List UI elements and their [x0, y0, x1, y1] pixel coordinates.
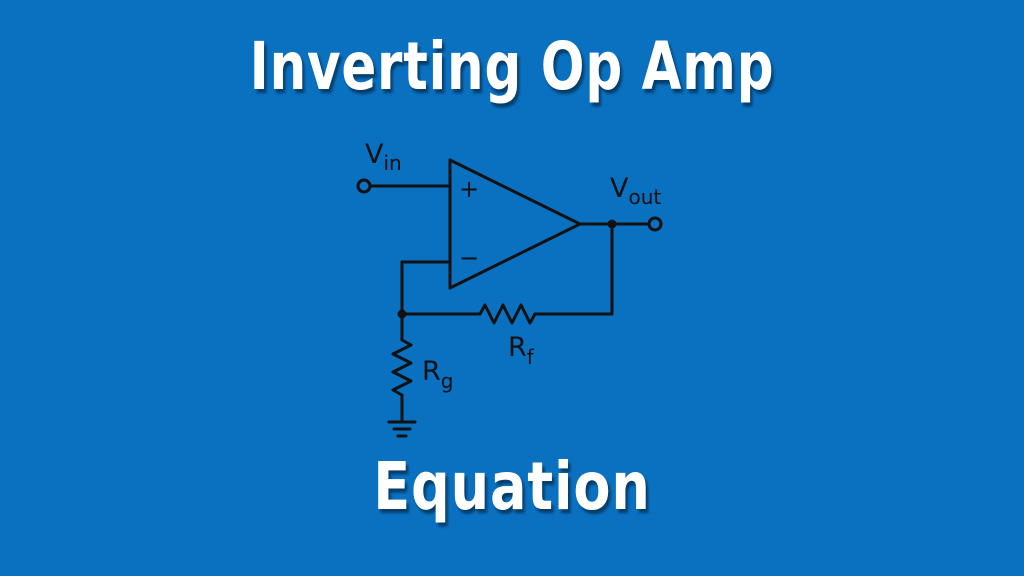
- inverting-input-wire: [400, 260, 452, 316]
- feedback-junction-dot: [397, 309, 407, 319]
- rg-label: Rg: [422, 356, 453, 393]
- rf-label-sub: f: [527, 345, 535, 369]
- vin-label-sub: in: [383, 151, 401, 175]
- feedback-wire-right: [533, 222, 614, 316]
- non-inverting-plus-sign: +: [459, 175, 479, 203]
- rg-label-sub: g: [441, 369, 454, 393]
- rf-label: Rf: [508, 332, 535, 369]
- vin-label: Vin: [365, 139, 402, 175]
- slide-subtitle: Equation: [373, 448, 651, 525]
- rf-resistor: [478, 303, 537, 325]
- rg-resistor: [391, 338, 413, 397]
- vout-label-sub: out: [628, 185, 661, 209]
- ground-icon: [387, 420, 417, 438]
- vout-label: Vout: [610, 173, 661, 209]
- vout-label-main: V: [610, 173, 629, 204]
- slide-title: Inverting Op Amp: [249, 28, 775, 105]
- rg-label-main: R: [422, 356, 441, 387]
- rf-label-main: R: [508, 332, 527, 363]
- op-amp-triangle: [448, 158, 582, 290]
- output-junction-dot: [607, 219, 617, 229]
- output-terminal: [647, 216, 663, 232]
- input-terminal: [356, 178, 372, 194]
- vin-label-main: V: [365, 139, 384, 170]
- inverting-minus-sign: −: [459, 244, 479, 272]
